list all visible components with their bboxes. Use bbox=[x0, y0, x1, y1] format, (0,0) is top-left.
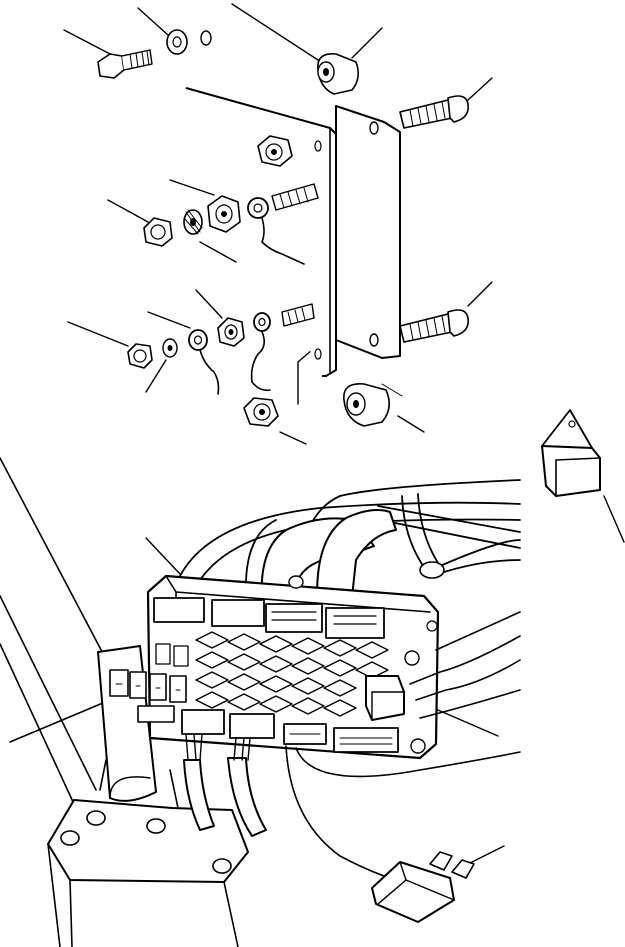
fastener-stack-lower bbox=[127, 312, 271, 395]
lower-fuse-relay-assembly bbox=[0, 409, 625, 947]
base-bolt-heads bbox=[60, 810, 232, 874]
hex-bolt-top-left bbox=[97, 49, 153, 79]
mounting-plate-back bbox=[335, 105, 401, 359]
connector-row-top bbox=[153, 597, 385, 639]
threaded-stud-upper bbox=[271, 183, 319, 211]
hex-bolt-right-top bbox=[399, 95, 470, 129]
spacer-top bbox=[317, 53, 360, 95]
wire-bundles-lower bbox=[183, 611, 521, 881]
fastener-stack-upper bbox=[143, 195, 305, 265]
plug-connector-loose bbox=[371, 851, 475, 923]
box-mount-screws bbox=[288, 575, 438, 754]
spacer-bottom bbox=[343, 383, 403, 427]
hex-nut-bottom bbox=[243, 397, 279, 427]
mounting-plate-front bbox=[185, 87, 337, 377]
fuse-grid bbox=[155, 631, 389, 717]
hex-nut-plate bbox=[257, 135, 293, 167]
hex-bolt-right-bottom bbox=[399, 309, 470, 343]
connector-row-bottom bbox=[137, 705, 399, 753]
relay-mini-row bbox=[109, 669, 187, 703]
upper-mounting-assembly bbox=[63, 3, 493, 445]
fuse-relay-box bbox=[109, 574, 440, 760]
lock-washer-top bbox=[166, 29, 212, 55]
relay-large bbox=[365, 675, 405, 721]
relay-spare bbox=[541, 409, 601, 497]
threaded-stud-lower bbox=[281, 303, 315, 327]
